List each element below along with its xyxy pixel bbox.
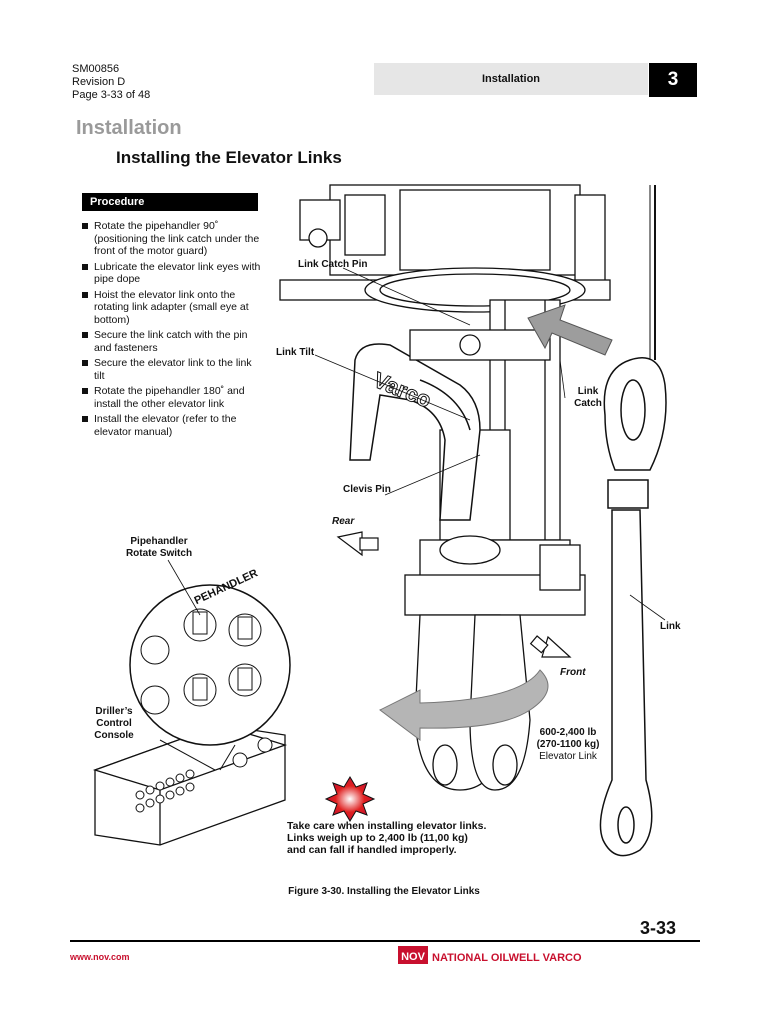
footer-company-name: NATIONAL OILWELL VARCO [432,952,582,964]
procedure-step: Lubricate the elevator link eyes with pi… [82,261,262,286]
procedure-step: Rotate the pipehandler 90˚ (positioning … [82,220,262,258]
insertion-arrow [527,304,613,356]
label-link: Link [660,621,681,632]
procedure-step: Install the elevator (refer to the eleva… [82,413,262,438]
nov-logo-icon: NOV [398,946,428,964]
procedure-step: Secure the link catch with the pin and f… [82,329,262,354]
procedure-step: Secure the elevator link to the link til… [82,357,262,382]
document-metadata: SM00856 Revision D Page 3-33 of 48 [72,63,150,102]
label-weight-lb: 600-2,400 lb [539,727,597,738]
rotation-arrow [379,669,549,741]
front-arrow [529,635,572,658]
label-drillers-line3: Console [94,730,134,741]
revision: Revision D [72,76,126,88]
warning-burst-icon [324,776,376,822]
header-title: Installation [481,73,541,85]
rotating-link-adapter [404,329,586,616]
label-link-catch-pin: Link Catch Pin [298,259,368,270]
label-link-catch-line1: Link [577,386,599,397]
procedure-step: Hoist the elevator link onto the rotatin… [82,289,262,327]
subsection-title: Installing the Elevator Links [116,148,342,167]
link-tilt-frame [349,343,481,521]
rear-arrow [336,531,379,557]
elevator-link [599,185,667,857]
label-link-catch: Link Catch [570,386,606,410]
page-of: Page 3-33 of 48 [72,89,151,101]
page-number: 3-33 [640,918,677,938]
procedure-steps: Rotate the pipehandler 90˚ (positioning … [82,220,262,441]
label-link-tilt: Link Tilt [276,347,315,358]
label-weight-caption: Elevator Link [539,751,597,762]
label-pipehandler-line2: Rotate Switch [125,548,193,559]
top-drive-motor [279,184,611,313]
svg-text:NOV: NOV [401,951,426,963]
section-title: Installation [76,117,182,139]
footer-divider [70,940,700,942]
label-drillers-control-console: Driller’s Control Console [86,706,142,742]
pipehandler-panel-zoom [129,584,291,771]
procedure-heading: Procedure [82,193,258,211]
warning-text: Take care when installing elevator links… [287,820,487,856]
footer-url-link[interactable]: www.nov.com [70,952,130,962]
label-clevis-pin: Clevis Pin [343,484,391,495]
label-rear: Rear [332,516,355,527]
label-front: Front [560,667,586,678]
chapter-number: 3 [649,63,697,97]
label-drillers-line2: Control [96,718,132,729]
console-buttons [135,737,273,813]
label-link-catch-line2: Catch [574,398,602,409]
label-link-weight: 600-2,400 lb (270-1100 kg) Elevator Link [530,727,606,763]
label-weight-kg: (270-1100 kg) [536,739,600,750]
procedure-step: Rotate the pipehandler 180˚ and install … [82,385,262,410]
label-pipehandler-line1: Pipehandler [130,536,188,547]
header-bar [374,63,648,95]
doc-number: SM00856 [72,63,120,75]
leader-lines [167,267,666,621]
label-pipehandler-rotate-switch: Pipehandler Rotate Switch [106,536,212,560]
figure-caption: Figure 3-30. Installing the Elevator Lin… [288,886,480,897]
label-drillers-line1: Driller’s [95,706,133,717]
